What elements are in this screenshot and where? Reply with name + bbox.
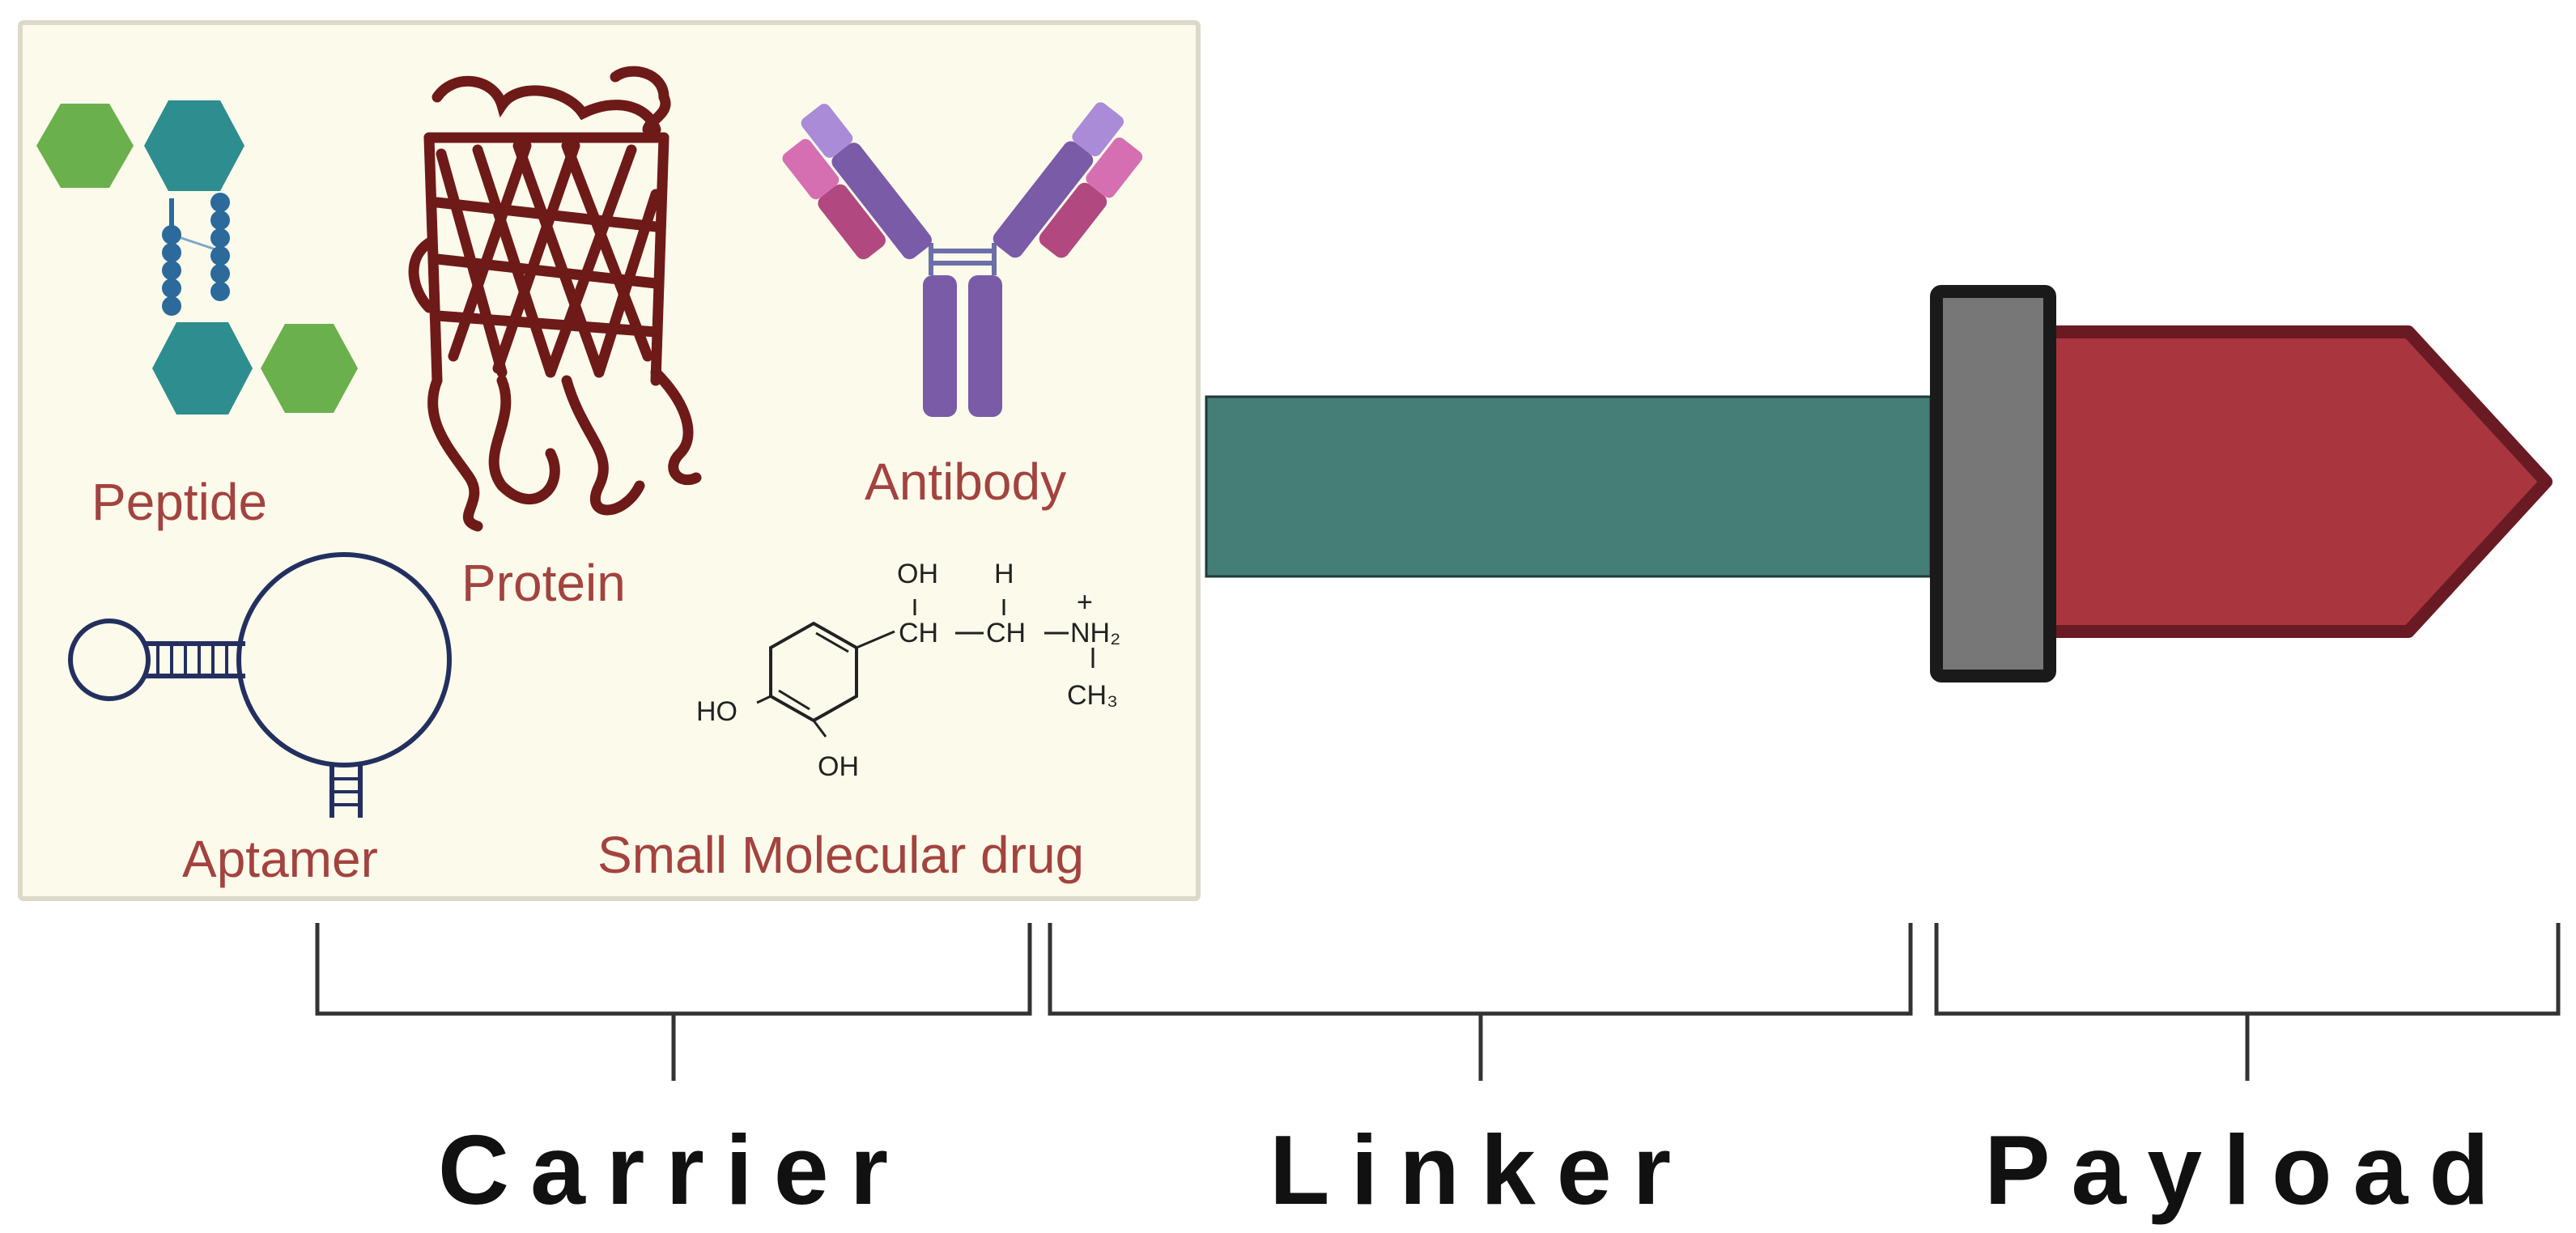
label-aptamer: Aptamer — [182, 830, 378, 888]
carrier-bracket — [315, 923, 1032, 1081]
label-protein: Protein — [461, 554, 626, 612]
chem-ch3: CH₃ — [1067, 680, 1118, 711]
label-peptide: Peptide — [91, 473, 267, 531]
payload-bracket — [1934, 923, 2561, 1081]
chem-ch-1: CH — [899, 618, 938, 648]
chem-plus: + — [1077, 587, 1093, 618]
peptide-icon — [36, 100, 358, 415]
linker-bar — [1205, 395, 1932, 578]
chem-ho: HO — [696, 696, 738, 727]
chem-oh-bottom: OH — [818, 751, 859, 782]
chem-h-top: H — [994, 559, 1014, 589]
antibody-icon — [782, 102, 1143, 417]
label-linker: Linker — [1269, 1115, 1692, 1225]
label-antibody: Antibody — [865, 453, 1066, 511]
label-small-molecular-drug: Small Molecular drug — [597, 826, 1084, 884]
chem-ch-2: CH — [986, 618, 1026, 648]
label-payload: Payload — [1984, 1115, 2510, 1225]
linker-bracket — [1048, 923, 1913, 1081]
aptamer-icon — [68, 552, 452, 818]
small-molecule-structure: OH H + CH CH NH₂ CH₃ HO OH — [696, 559, 1120, 782]
payload-arrow — [2034, 325, 2553, 638]
chem-nh2: NH₂ — [1070, 618, 1120, 648]
chem-oh-top: OH — [897, 559, 938, 589]
payload-connector — [1930, 285, 2056, 682]
protein-icon — [408, 66, 702, 532]
label-carrier: Carrier — [438, 1115, 909, 1225]
